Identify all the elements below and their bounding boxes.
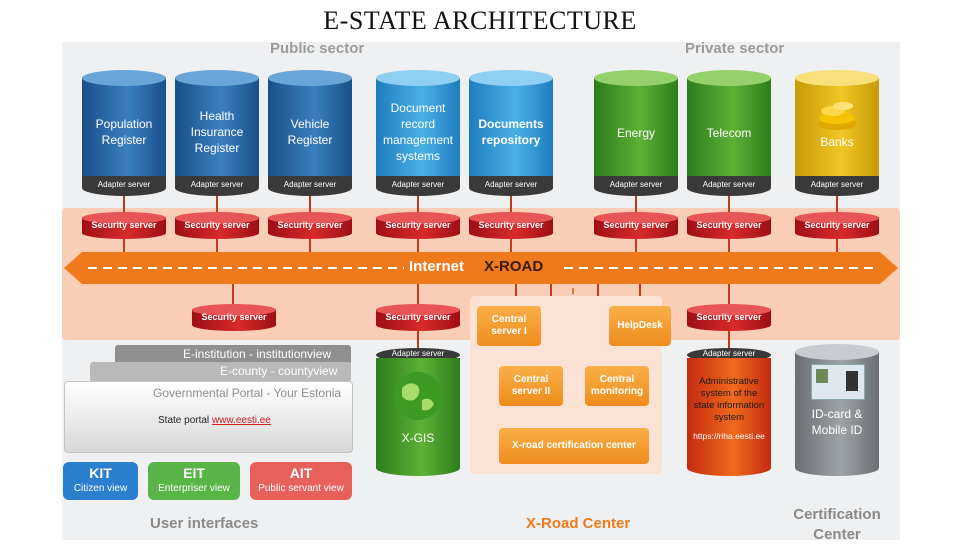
security-server: Security server xyxy=(82,212,166,242)
security-server: Security server xyxy=(469,212,553,242)
central-server-1: Central server I xyxy=(477,306,541,346)
security-server: Security server xyxy=(192,304,276,334)
security-server-label: Security server xyxy=(594,220,678,230)
adapter-server: Adapter server xyxy=(687,176,771,196)
gold-coins-icon xyxy=(813,98,861,132)
database-label: Documents repository xyxy=(473,116,549,148)
security-server-label: Security server xyxy=(268,220,352,230)
database-label: Banks xyxy=(799,134,875,150)
xgis-label: X-GIS xyxy=(380,430,456,446)
adapter-server: Adapter server xyxy=(594,176,678,196)
central-server-2: Central server II xyxy=(499,366,563,406)
private-sector-label: Private sector xyxy=(685,40,784,57)
security-server: Security server xyxy=(376,304,460,334)
database-cylinder: Energy Adapter server xyxy=(594,70,678,196)
security-server: Security server xyxy=(795,212,879,242)
view-key: AIT xyxy=(250,464,352,482)
helpdesk: HelpDesk xyxy=(609,306,671,346)
slide-title: E-STATE ARCHITECTURE xyxy=(0,6,960,36)
id-card-icon xyxy=(811,364,865,400)
state-portal-link[interactable]: www.eesti.ee xyxy=(212,415,271,426)
security-server-label: Security server xyxy=(376,220,460,230)
xroad-arrow xyxy=(64,252,898,284)
database-cylinder: Vehicle Register Adapter server xyxy=(268,70,352,196)
database-cylinder: Health Insurance Register Adapter server xyxy=(175,70,259,196)
database-label: Telecom xyxy=(691,125,767,141)
view-key: KIT xyxy=(63,464,138,482)
county-view-label: E-county - countyview xyxy=(220,364,337,378)
view-sub: Citizen view xyxy=(63,482,138,496)
database-label: Document record management systems xyxy=(380,100,456,164)
database-label: Health Insurance Register xyxy=(179,108,255,156)
security-server-label: Security server xyxy=(175,220,259,230)
public-sector-label: Public sector xyxy=(270,40,364,57)
security-server-label: Security server xyxy=(687,312,771,322)
security-server-label: Security server xyxy=(469,220,553,230)
xgis-cylinder: Adapter server X-GIS xyxy=(376,344,460,478)
user-interfaces-label: User interfaces xyxy=(150,515,258,532)
state-portal-line: State portal www.eesti.ee xyxy=(158,415,271,426)
globe-icon xyxy=(392,370,444,422)
central-monitoring: Central monitoring xyxy=(585,366,649,406)
kit-citizen-view[interactable]: KIT Citizen view xyxy=(63,462,138,500)
xroad-label: X-ROAD xyxy=(484,258,543,275)
security-server-label: Security server xyxy=(82,220,166,230)
admin-system-label: Administrative system of the state infor… xyxy=(691,376,767,424)
security-server-label: Security server xyxy=(376,312,460,322)
adapter-server: Adapter server xyxy=(268,176,352,196)
id-card-label: ID-card & Mobile ID xyxy=(799,406,875,438)
certification-center-label: Certification Center xyxy=(788,505,886,545)
admin-system-link[interactable]: https://riha.eesti.ee xyxy=(691,428,767,444)
security-server: Security server xyxy=(175,212,259,242)
id-card-cylinder: ID-card & Mobile ID xyxy=(795,344,879,478)
adapter-server: Adapter server xyxy=(376,176,460,196)
adapter-server: Adapter server xyxy=(82,176,166,196)
state-portal-label: State portal xyxy=(158,415,209,426)
xroad-center-label: X-Road Center xyxy=(526,515,630,532)
admin-system-cylinder: Adapter server Administrative system of … xyxy=(687,344,771,478)
database-label: Energy xyxy=(598,125,674,141)
xroad-certification-center: X-road certification center xyxy=(499,428,649,464)
database-cylinder: Telecom Adapter server xyxy=(687,70,771,196)
database-cylinder: Documents repository Adapter server xyxy=(469,70,553,196)
view-key: EIT xyxy=(148,464,240,482)
security-server: Security server xyxy=(687,212,771,242)
database-label: Vehicle Register xyxy=(272,116,348,148)
adapter-server: Adapter server xyxy=(469,176,553,196)
security-server-label: Security server xyxy=(687,220,771,230)
security-server: Security server xyxy=(594,212,678,242)
database-cylinder: Document record management systems Adapt… xyxy=(376,70,460,196)
security-server-label: Security server xyxy=(192,312,276,322)
security-server: Security server xyxy=(687,304,771,334)
view-sub: Public servant view xyxy=(250,482,352,496)
database-cylinder: Banks Adapter server xyxy=(795,70,879,196)
eit-enterpriser-view[interactable]: EIT Enterpriser view xyxy=(148,462,240,500)
view-sub: Enterpriser view xyxy=(148,482,240,496)
ait-public-servant-view[interactable]: AIT Public servant view xyxy=(250,462,352,500)
adapter-server: Adapter server xyxy=(795,176,879,196)
security-server-label: Security server xyxy=(795,220,879,230)
adapter-server: Adapter server xyxy=(175,176,259,196)
database-cylinder: Population Register Adapter server xyxy=(82,70,166,196)
institution-view-label: E-institution - institutionview xyxy=(183,347,331,361)
database-label: Population Register xyxy=(86,116,162,148)
security-server: Security server xyxy=(268,212,352,242)
governmental-portal-label: Governmental Portal - Your Estonia xyxy=(153,386,341,400)
security-server: Security server xyxy=(376,212,460,242)
internet-label: Internet xyxy=(409,258,464,275)
